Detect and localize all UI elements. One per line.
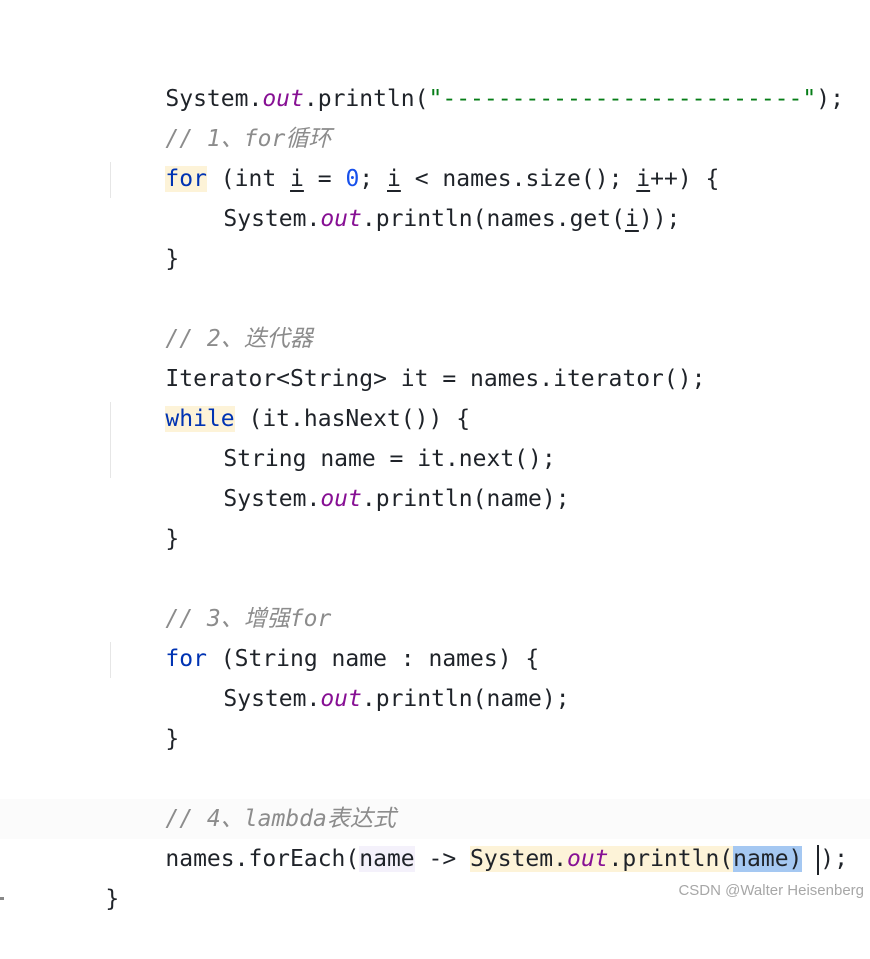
keyword-while: while xyxy=(165,406,235,432)
code-line-3[interactable]: for (int i = 0; i < names.size(); i++) { xyxy=(110,119,719,192)
token-close-brace: } xyxy=(165,726,180,752)
watermark: CSDN @Walter Heisenberg xyxy=(678,882,864,899)
code-line-18[interactable]: } xyxy=(50,839,119,912)
token-println: .println( xyxy=(608,846,734,872)
indent-guide-while-loop xyxy=(110,402,111,478)
comment-enhanced-for: // 3、增强for xyxy=(165,606,332,632)
keyword-for: for xyxy=(165,646,207,672)
token-var-i: i xyxy=(636,166,651,192)
token-var-i: i xyxy=(387,166,401,192)
selected-text: name) xyxy=(733,846,803,872)
comment-for-loop: // 1、for循环 xyxy=(165,126,332,152)
code-line-7[interactable]: Iterator<String> it = names.iterator(); xyxy=(110,319,705,392)
token-close-brace: } xyxy=(165,526,180,552)
token-name-decl: String name = it.next(); xyxy=(223,446,556,472)
token-close: ); xyxy=(820,846,848,872)
token-system: System. xyxy=(470,846,567,872)
token-out: out xyxy=(320,486,362,512)
token-out: out xyxy=(566,846,609,872)
token-condition: < names.size(); xyxy=(400,166,637,192)
code-line-6-comment[interactable]: // 2、迭代器 xyxy=(110,279,312,352)
token-system: System. xyxy=(223,486,321,512)
code-line-9[interactable]: String name = it.next(); xyxy=(168,399,555,472)
code-line-8[interactable]: while (it.hasNext()) { xyxy=(110,359,470,432)
code-line-10[interactable]: System.out.println(name); xyxy=(168,439,569,512)
comment-iterator: // 2、迭代器 xyxy=(165,326,313,352)
token-println: .println(name); xyxy=(361,486,570,512)
code-line-16-comment[interactable]: // 4、lambda表达式 xyxy=(110,759,395,832)
token-close: )); xyxy=(638,206,681,232)
code-line-2-comment[interactable]: // 1、for循环 xyxy=(110,79,331,152)
code-line-15[interactable]: } xyxy=(110,679,179,752)
token-while-condition: (it.hasNext()) { xyxy=(234,406,471,432)
token-println: .println(name); xyxy=(361,686,570,712)
code-line-13[interactable]: for (String name : names) { xyxy=(110,599,539,672)
token-number-zero: 0 xyxy=(345,166,360,192)
code-editor[interactable]: System.out.println("--------------------… xyxy=(0,0,870,912)
token-arrow: -> xyxy=(414,846,471,872)
token-foreach-call: names.forEach( xyxy=(165,846,360,872)
code-line-4[interactable]: System.out.println(names.get(i)); xyxy=(168,159,680,232)
token-string-literal: "--------------------------" xyxy=(428,86,817,112)
code-line-14[interactable]: System.out.println(name); xyxy=(168,639,569,712)
code-line-12-comment[interactable]: // 3、增强for xyxy=(110,559,331,632)
token-close-brace: } xyxy=(105,886,120,912)
token-close-brace: } xyxy=(165,246,180,272)
token-var-i: i xyxy=(624,206,639,232)
token-iterator-decl: Iterator<String> it = names.iterator(); xyxy=(165,366,706,392)
gutter-mark xyxy=(0,897,4,900)
code-line-1[interactable]: System.out.println("--------------------… xyxy=(110,39,844,112)
code-line-17[interactable]: names.forEach(name -> System.out.println… xyxy=(110,799,848,875)
token-lambda-param: name xyxy=(359,846,415,872)
token-int-decl: (int xyxy=(206,166,291,192)
indent-guide-for-loop xyxy=(110,162,111,198)
keyword-for: for xyxy=(165,166,207,192)
current-line-highlight xyxy=(0,799,870,839)
code-line-11[interactable]: } xyxy=(110,479,179,552)
token-system: System. xyxy=(223,206,321,232)
indent-guide-enhanced-for xyxy=(110,642,111,678)
token-out: out xyxy=(320,206,362,232)
token-var-i: i xyxy=(290,166,304,192)
comment-lambda: // 4、lambda表达式 xyxy=(165,806,396,832)
token-println: .println( xyxy=(303,86,429,112)
token-system: System. xyxy=(223,686,321,712)
token-out: out xyxy=(320,686,362,712)
token-out: out xyxy=(262,86,304,112)
token-for-each-header: (String name : names) { xyxy=(206,646,540,672)
token-semicolon: ; xyxy=(359,166,387,192)
token-space xyxy=(802,846,816,872)
code-line-5[interactable]: } xyxy=(110,199,179,272)
token-assign: = xyxy=(303,166,346,192)
token-system: System. xyxy=(165,86,263,112)
text-cursor xyxy=(817,844,820,875)
token-increment: ++) { xyxy=(650,166,720,192)
token-close: ); xyxy=(816,86,844,112)
token-println: .println(names.get( xyxy=(361,206,625,232)
